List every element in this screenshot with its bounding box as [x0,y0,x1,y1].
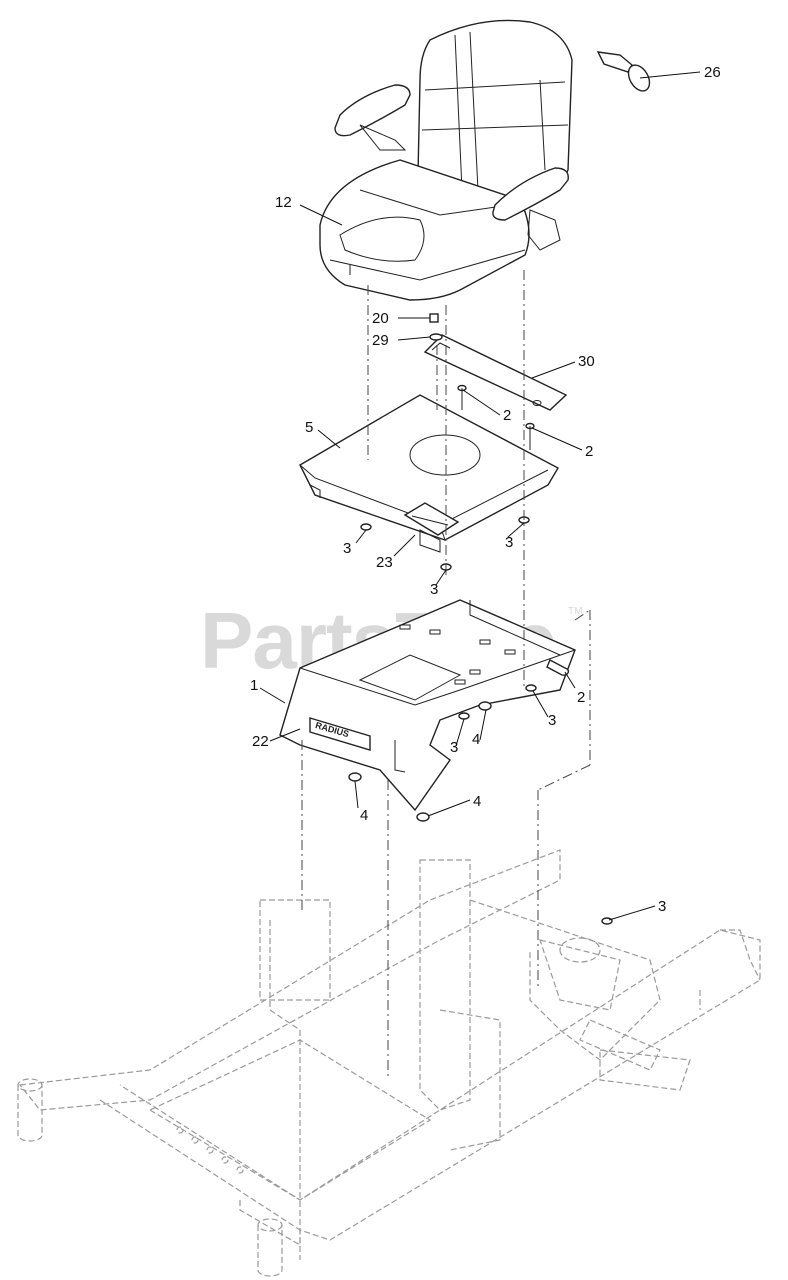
callout-29: 29 [372,332,389,349]
callout-2-a: 2 [503,407,511,424]
part-1-mount: RADIUS [279,599,576,812]
part-5-seat-plate [299,394,559,553]
callout-12: 12 [275,194,292,211]
part-26-knob [596,51,651,92]
callout-3-f: 3 [658,898,666,915]
callout-4-b: 4 [360,807,368,824]
pins-2 [457,384,535,450]
pin-2-lower [546,659,570,676]
fasteners-20-29 [429,313,443,341]
callout-3-d: 3 [548,712,556,729]
callout-20: 20 [372,310,389,327]
watermark-trademark: TM [568,606,582,617]
callout-2-c: 2 [577,689,585,706]
callout-3-a: 3 [343,540,351,557]
callout-3-c: 3 [430,581,438,598]
callout-22: 22 [252,733,269,750]
callout-4-c: 4 [473,793,481,810]
callout-26: 26 [704,64,721,81]
alignment-lines [301,270,591,1080]
callout-2-b: 2 [585,443,593,460]
callouts: 26 12 20 29 30 2 5 2 3 3 23 3 1 2 22 3 3… [250,64,721,915]
callout-30: 30 [578,353,595,370]
mower-frame-phantom [17,849,761,1277]
callout-23: 23 [376,554,393,571]
leader-lines [259,71,701,921]
callout-4-a: 4 [472,731,480,748]
callout-3-b: 3 [505,534,513,551]
callout-3-e: 3 [450,739,458,756]
callout-5: 5 [305,419,313,436]
callout-1: 1 [250,677,258,694]
seat-assembly [319,19,573,301]
